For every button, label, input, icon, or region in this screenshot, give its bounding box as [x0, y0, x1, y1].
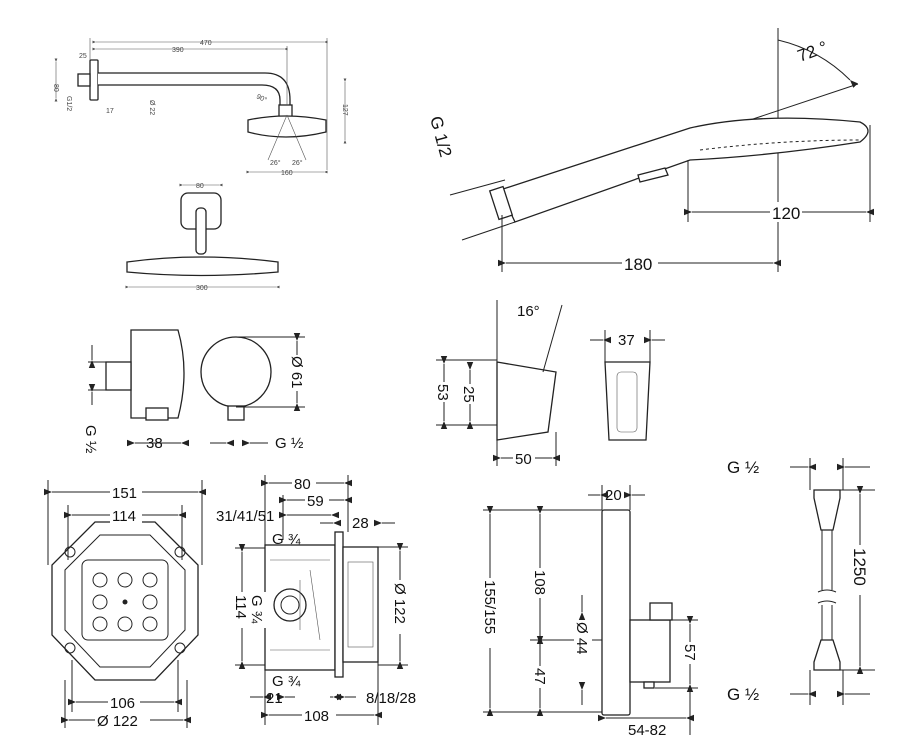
ball-joint — [278, 104, 293, 118]
dim-thread: G1/2 — [65, 96, 72, 111]
dim-ibox-width: 80 — [294, 476, 311, 493]
ibox-plate — [334, 531, 344, 678]
outlet-nozzle — [145, 407, 169, 421]
dim-arm-length: 390 — [172, 47, 184, 54]
dim-head-length: 120 — [772, 204, 800, 223]
dim-thermostat-projection: 54-82 — [628, 722, 666, 739]
ibox-front-view: 151 114 106 Ø 122 — [44, 480, 206, 730]
thermostat-plate — [601, 509, 631, 716]
dim-ibox-inlet-offset: 21 — [266, 690, 283, 707]
dim-ibox-cover-depth: 28 — [352, 515, 369, 532]
thermostat-body — [629, 619, 671, 683]
thermostat-knob — [649, 602, 673, 621]
ibox-ports — [64, 546, 186, 654]
dim-wall-offset: 17 — [106, 108, 114, 115]
shower-hose-view: G ½ 1250 G ½ — [727, 458, 875, 705]
spray-mode-button — [637, 167, 669, 183]
hand-shower-body — [499, 117, 869, 223]
dim-arm-diameter: Ø 22 — [148, 100, 155, 115]
dim-ibox-outer-width: 151 — [112, 485, 137, 502]
shower-head — [247, 115, 327, 138]
dim-ibox-offset: 59 — [307, 493, 324, 510]
dim-outlet-diameter: Ø 61 — [288, 356, 305, 389]
dim-height: 127 — [341, 104, 348, 116]
overhead-shower-front-view: 80 300 — [125, 183, 280, 292]
dim-flange-depth: 25 — [79, 53, 87, 60]
dim-flange-height: 80 — [52, 84, 59, 92]
dim-ibox-height: 114 — [232, 595, 249, 619]
ibox-cover — [342, 546, 379, 663]
overhead-shower-side-view: 470 390 25 80 G1/2 17 Ø 22 90° 127 26° 2… — [52, 38, 348, 177]
dim-tilt-angle: 72 ° — [795, 37, 830, 65]
hand-shower-view: 72 ° G 1/2 120 180 — [426, 28, 874, 274]
dim-head-width: 300 — [196, 285, 208, 292]
hose-bottom-fitting — [813, 639, 841, 671]
dim-thermostat-lower: 47 — [531, 668, 548, 685]
dim-outlet-depth: 38 — [146, 435, 163, 452]
dim-holder-width: 37 — [618, 332, 635, 349]
dim-holder-angle: 16° — [517, 303, 540, 320]
dim-hose-length: 1250 — [850, 548, 869, 586]
outlet-thread — [105, 361, 132, 391]
thermostat-view: 20 155/155 108 47 Ø 44 57 54-82 — [481, 485, 700, 739]
dim-ibox-inner-top: 114 — [112, 508, 136, 525]
holder-side — [496, 361, 557, 441]
dim-thermostat-height: 155/155 — [481, 580, 498, 634]
shower-head-front — [126, 256, 279, 277]
dim-spray-angle-right: 26° — [292, 159, 303, 167]
dim-head-diameter: 160 — [281, 170, 293, 177]
dim-holder-depth: 50 — [515, 451, 532, 468]
wall-flange — [89, 59, 99, 101]
holder-front — [604, 361, 651, 441]
dim-holder-height: 53 — [434, 384, 451, 401]
dim-ibox-diameter-side: Ø 122 — [391, 583, 408, 624]
dim-hose-thread-top: G ½ — [727, 458, 759, 477]
dim-outlet-thread-bottom: G ½ — [275, 435, 304, 452]
thread-stub — [77, 73, 91, 87]
dim-plate-depth: 20 — [605, 487, 622, 504]
dim-holder-mount-height: 25 — [460, 386, 477, 403]
dim-spout-height: 57 — [681, 644, 698, 661]
dim-thermostat-upper: 108 — [531, 570, 548, 595]
dim-flange-width: 80 — [196, 183, 204, 190]
wall-outlet-side — [130, 329, 185, 419]
dim-ibox-total-depth: 108 — [304, 708, 329, 725]
dim-ibox-thread-top: G ¾ — [272, 531, 301, 548]
dim-ibox-thread-bottom: G ¾ — [272, 673, 301, 690]
dim-arm-angle: 90° — [255, 93, 268, 105]
dim-hand-thread: G 1/2 — [426, 114, 455, 159]
ibox-side-view: 80 59 31/41/51 28 G ¾ 114 G ¾ Ø 122 G ¾ … — [216, 474, 416, 725]
dim-hose-thread-bottom: G ½ — [727, 685, 759, 704]
wall-outlet-front — [200, 336, 272, 408]
dim-ibox-depth-options: 31/41/51 — [216, 508, 274, 525]
outlet-nozzle-front — [227, 405, 245, 421]
hand-shower-thread — [488, 185, 514, 221]
dim-total-length: 470 — [200, 40, 212, 47]
dim-ibox-plate-options: 8/18/28 — [366, 690, 416, 707]
ibox-inlet — [273, 588, 307, 622]
hose-top-fitting — [813, 489, 841, 531]
arm-front — [195, 207, 207, 255]
dim-ibox-inner-bottom: 106 — [110, 695, 135, 712]
dim-outlet-thread-side: G ½ — [82, 425, 99, 454]
wall-outlet-view: G ½ 38 Ø 61 G ½ — [82, 329, 307, 454]
dim-ibox-diameter: Ø 122 — [97, 713, 138, 730]
thermostat-spout — [643, 681, 655, 689]
dim-ibox-thread-middle: G ¾ — [248, 595, 265, 624]
dim-total-length: 180 — [624, 255, 652, 274]
dim-knob-diameter: Ø 44 — [573, 622, 590, 655]
shower-holder-view: 16° 53 25 50 37 — [434, 300, 665, 468]
dim-spray-angle-left: 26° — [270, 159, 281, 167]
